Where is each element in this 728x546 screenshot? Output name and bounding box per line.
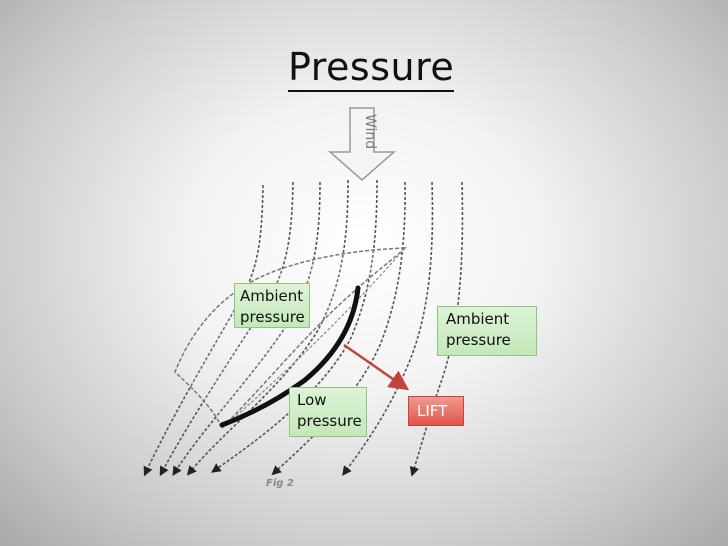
callout-lift-text: LIFT xyxy=(417,402,448,420)
callout-lift: LIFT xyxy=(408,396,464,426)
figure-caption: Fig 2 xyxy=(266,478,294,489)
callout-low-pressure: Low pressure xyxy=(289,387,367,437)
callout-ambient-right-text: Ambient pressure xyxy=(446,310,511,349)
callout-ambient-left-text: Ambient pressure xyxy=(240,287,305,326)
sail-curve xyxy=(219,285,361,428)
slide-title: Pressure xyxy=(288,44,455,92)
sail-outline xyxy=(174,247,407,430)
callout-ambient-pressure-right: Ambient pressure xyxy=(437,306,537,356)
streamlines xyxy=(143,179,464,477)
wind-arrow: Wind xyxy=(328,107,396,181)
callout-ambient-pressure-left: Ambient pressure xyxy=(234,283,310,328)
lift-arrow xyxy=(343,343,410,391)
wind-label: Wind xyxy=(362,114,378,149)
callout-low-pressure-text: Low pressure xyxy=(297,391,362,430)
